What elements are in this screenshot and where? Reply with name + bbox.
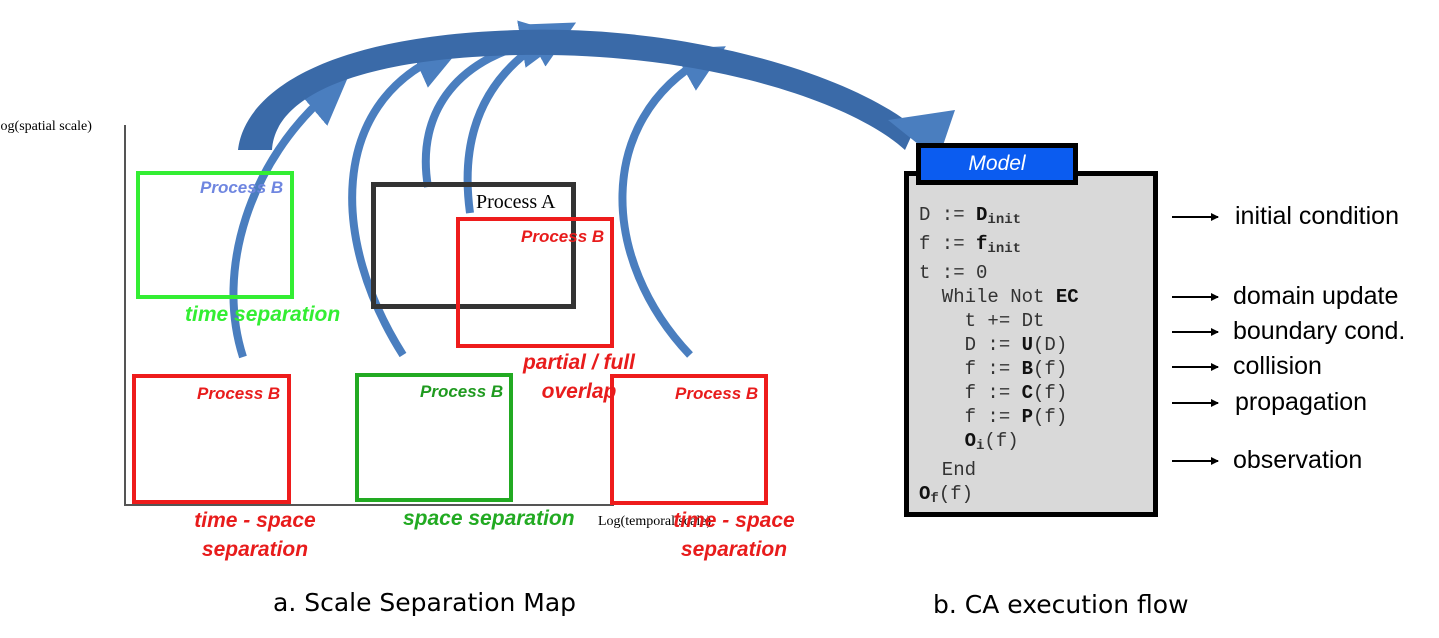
code-text: t += Dt: [919, 310, 1045, 332]
label-time-space-separation-right: time - space separation: [664, 506, 804, 564]
code-line: D := U(D): [919, 333, 1079, 357]
code-line: While Not EC: [919, 285, 1079, 309]
process-a-label: Process A: [476, 191, 556, 213]
y-axis-label: Log(spatial scale): [0, 119, 92, 134]
code-text: D :=: [919, 334, 1022, 356]
code-subscript: init: [987, 241, 1022, 257]
code-line: f := P(f): [919, 405, 1079, 429]
caption-ca-execution-flow: b. CA execution flow: [933, 590, 1189, 619]
box-time-separation: [136, 171, 294, 299]
code-operator: C: [1021, 382, 1034, 404]
flow-domain-update: domain update: [1233, 282, 1399, 310]
label-partial-overlap: partial / full overlap: [514, 348, 644, 406]
flow-propagation: propagation: [1235, 388, 1368, 416]
label-time-space-line1: time - space: [673, 509, 795, 532]
code-text: t := 0: [919, 262, 988, 284]
process-b-label: Process B: [197, 384, 281, 403]
label-partial-line1: partial / full: [522, 351, 635, 374]
code-line: End: [919, 458, 1079, 482]
box-time-space: [132, 374, 291, 504]
label-time-space-line2: separation: [680, 538, 788, 561]
code-text: (f): [1033, 382, 1068, 404]
arrow-from-process-a: [421, 20, 569, 188]
label-space-separation: space separation: [403, 507, 575, 530]
code-operator: f: [976, 233, 988, 255]
code-line: f := finit: [919, 232, 1079, 261]
code-subscript: init: [987, 212, 1022, 228]
arrow-from-time-space-right: [618, 46, 726, 358]
model-tab: Model: [916, 143, 1078, 185]
code-text: D :=: [919, 204, 977, 226]
flow-initial-condition: initial condition: [1235, 202, 1399, 230]
label-time-space-line1: time - space: [194, 509, 316, 532]
flow-collision: collision: [1233, 352, 1322, 380]
x-axis: [124, 504, 614, 506]
flow-boundary-cond: boundary cond.: [1233, 317, 1406, 345]
code-text: (f): [984, 430, 1019, 452]
box-process-a: [371, 182, 576, 309]
code-line: Oi(f): [919, 429, 1079, 458]
flow-label-arrows: [1172, 213, 1219, 465]
code-operator: O: [964, 430, 977, 452]
code-line: t += Dt: [919, 309, 1079, 333]
label-partial-line2: overlap: [541, 380, 617, 403]
code-text: (f): [1033, 358, 1068, 380]
code-operator: U: [1021, 334, 1034, 356]
code-operator: EC: [1055, 286, 1079, 308]
code-text: End: [919, 459, 977, 481]
box-space-separation: [355, 373, 513, 502]
process-b-label: Process B: [420, 382, 504, 401]
process-b-label: Process B: [521, 227, 605, 246]
code-line: f := B(f): [919, 357, 1079, 381]
code-text: f :=: [919, 233, 977, 255]
box-overlap: [456, 217, 614, 348]
code-line: Of(f): [919, 482, 1079, 511]
code-text: f :=: [919, 358, 1022, 380]
code-text: (f): [1033, 406, 1068, 428]
code-operator: B: [1021, 358, 1034, 380]
box-time-space-right: [610, 374, 768, 505]
code-text: f :=: [919, 382, 1022, 404]
arrow-from-time-space: [229, 76, 349, 359]
code-operator: O: [919, 483, 931, 505]
code-text: While Not: [919, 286, 1056, 308]
code-line: f := C(f): [919, 381, 1079, 405]
code-text: f :=: [919, 406, 1022, 428]
code-line: D := Dinit: [919, 203, 1079, 232]
code-text: (f): [938, 483, 974, 505]
label-time-space-separation: time - space separation: [185, 506, 325, 564]
y-axis: [124, 125, 126, 505]
code-text: (D): [1033, 334, 1068, 356]
code-text: [919, 430, 965, 452]
process-b-label: Process B: [200, 178, 284, 197]
process-b-label: Process B: [675, 384, 759, 403]
label-time-separation: time separation: [185, 303, 341, 326]
code-subscript: f: [930, 491, 939, 507]
code-subscript: i: [976, 438, 985, 454]
big-arrow: [238, 29, 915, 150]
code-operator: P: [1021, 406, 1034, 428]
code-operator: D: [976, 204, 988, 226]
label-time-space-line2: separation: [201, 538, 309, 561]
flow-observation: observation: [1233, 446, 1363, 474]
caption-scale-separation-map: a. Scale Separation Map: [273, 588, 577, 617]
code-line: t := 0: [919, 261, 1079, 285]
x-axis-label: Log(temporal scale): [598, 514, 712, 529]
